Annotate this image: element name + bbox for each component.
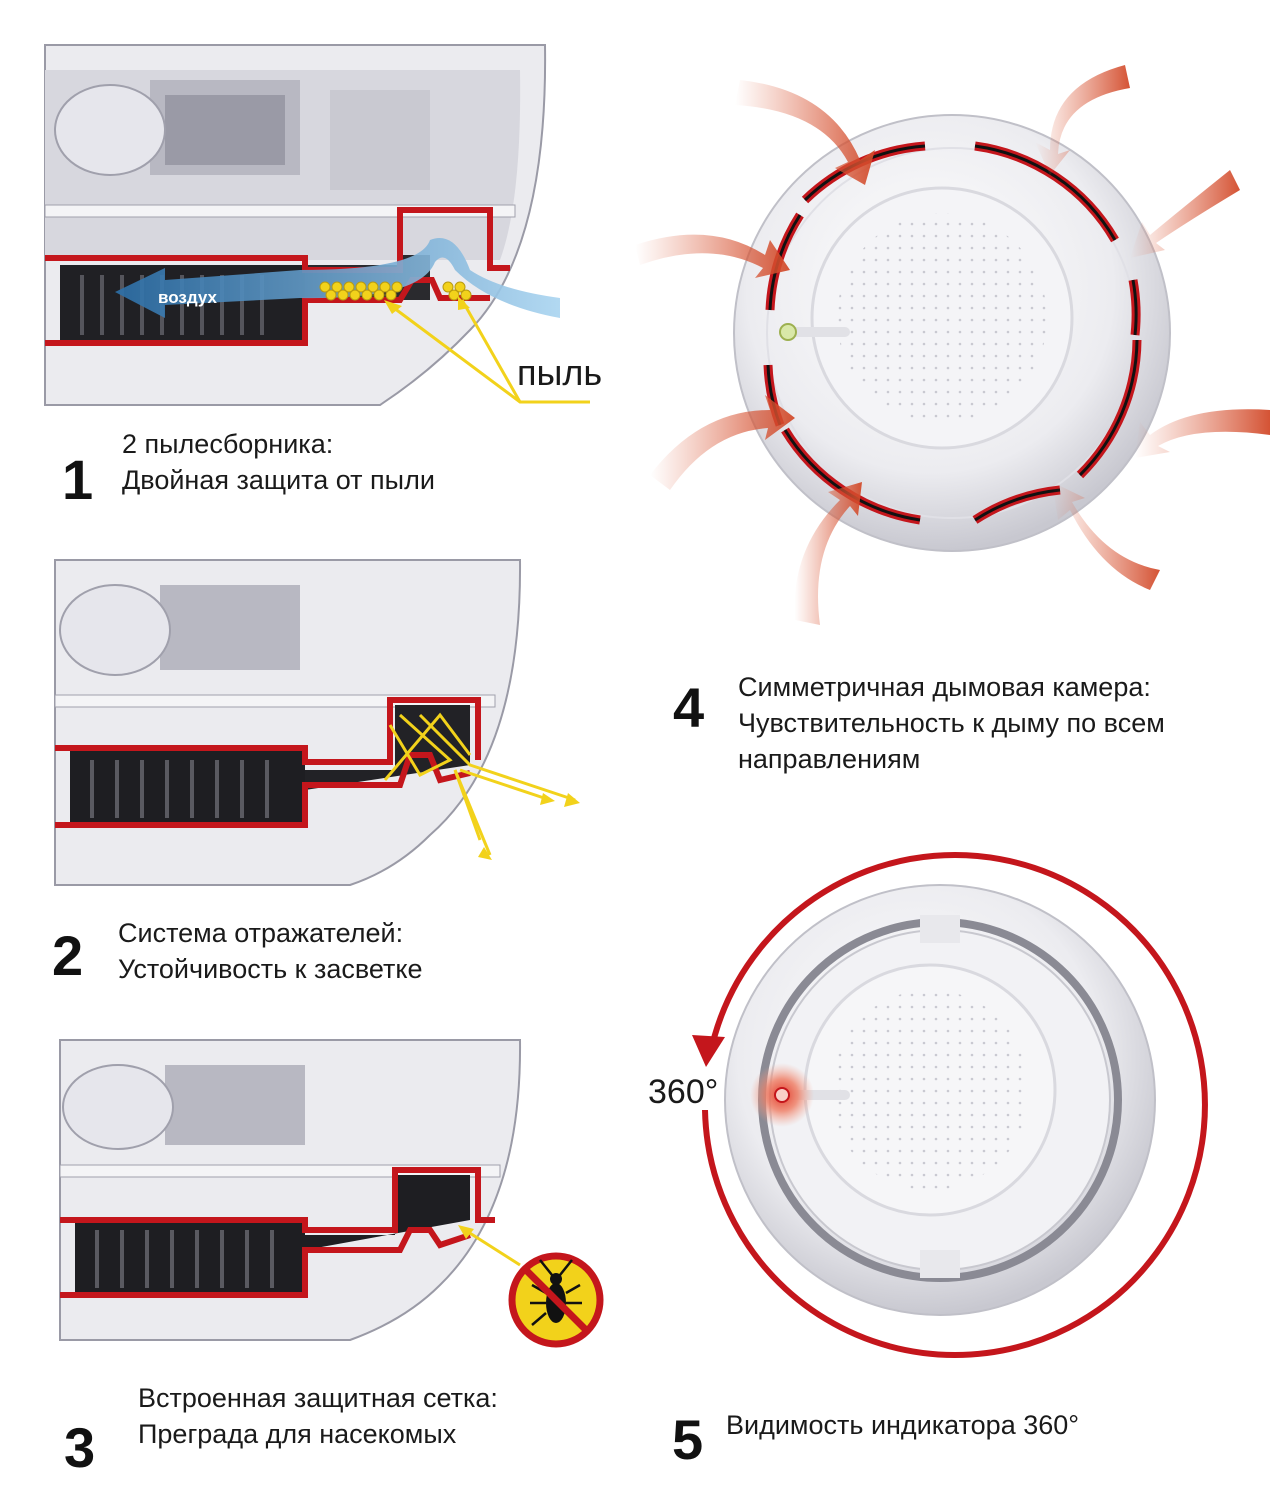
- chamber-top-illustration: [635, 65, 1270, 625]
- panel-reflectors: [0, 555, 640, 895]
- panel-insect-mesh: [0, 1035, 640, 1365]
- indicator-led: [779, 323, 850, 341]
- dust-label: пыль: [517, 352, 602, 393]
- panel-indicator-visibility: 360°: [630, 845, 1230, 1365]
- panel-dust-collectors: воздух пыль: [0, 0, 640, 420]
- feature-caption-2: Система отражателей: Устойчивость к засв…: [118, 915, 423, 987]
- caption-line: Преграда для насекомых: [138, 1419, 457, 1449]
- feature-number-2: 2: [52, 924, 84, 987]
- caption-line: 2 пылесборника:: [122, 429, 334, 459]
- light-rays: [383, 712, 576, 856]
- feature-number-5: 5: [672, 1408, 704, 1471]
- dust-section-illustration: воздух пыль: [0, 40, 602, 410]
- feature-caption-3: Встроенная защитная сетка: Преграда для …: [138, 1380, 498, 1452]
- rotation-arrow: [692, 852, 1208, 1358]
- rotation-label: 360°: [648, 1073, 718, 1111]
- caption-line: Встроенная защитная сетка:: [138, 1383, 498, 1413]
- no-insects-icon: [508, 1252, 604, 1348]
- caption-line: Устойчивость к засветке: [118, 954, 423, 984]
- caption-line: Двойная защита от пыли: [122, 465, 435, 495]
- caption-line: Симметричная дымовая камера:: [738, 672, 1151, 702]
- panel-symmetric-chamber: [630, 50, 1279, 640]
- caption-line: Видимость индикатора 360°: [726, 1410, 1080, 1440]
- mesh-section-illustration: [0, 1035, 604, 1365]
- dust-particles: [319, 281, 472, 301]
- indicator-led: [750, 1063, 850, 1127]
- smoke-arrows: [635, 65, 1270, 625]
- feature-number-4: 4: [673, 676, 705, 739]
- airflow-arrow: [115, 238, 560, 318]
- reflector-section-illustration: [0, 555, 580, 895]
- air-label: воздух: [158, 288, 217, 307]
- caption-line: Система отражателей:: [118, 918, 404, 948]
- caption-line: направлениям: [738, 744, 921, 774]
- caption-line: Чувствительность к дыму по всем: [738, 708, 1165, 738]
- feature-number-3: 3: [64, 1416, 96, 1479]
- feature-caption-5: Видимость индикатора 360°: [726, 1407, 1079, 1443]
- indicator-top-illustration: 360°: [648, 852, 1208, 1358]
- feature-caption-1: 2 пылесборника: Двойная защита от пыли: [122, 426, 435, 498]
- feature-caption-4: Симметричная дымовая камера: Чувствитель…: [738, 669, 1165, 777]
- feature-number-1: 1: [62, 448, 94, 511]
